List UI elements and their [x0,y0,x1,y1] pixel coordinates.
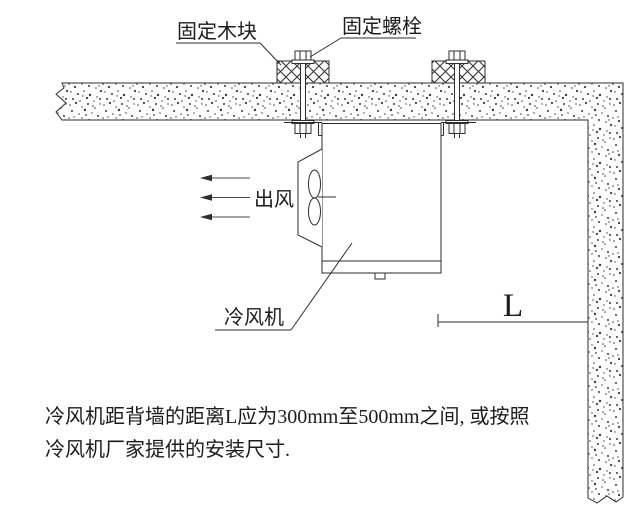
note-line-2: 冷风机厂家提供的安装尺寸. [45,438,290,461]
fixing-block-label: 固定木块 [177,20,257,43]
fan-blade-lower [309,198,321,225]
dimension-label: L [503,288,523,324]
dimension-L [438,314,588,327]
callout-leaders [176,38,416,330]
air-outlet-label: 出风 [254,188,294,211]
bolt-head-right [449,51,465,60]
fan-shroud [298,149,322,247]
air-out-arrowheads [200,174,212,221]
cooler-leader [291,243,352,330]
bolt-head-left [295,51,311,60]
bolt-nut-right [449,124,465,134]
air-arrow-head-3 [200,213,212,221]
cooler-unit-body [322,124,441,274]
bolt-washer-top-left [292,60,314,64]
ceiling-and-wall [56,83,623,503]
fixing-block-leader [260,43,281,65]
cooler-label: 冷风机 [224,306,284,329]
note-line-1: 冷风机距背墙的距离L应为300mm至500mm之间, 或按照 [45,405,529,428]
fixing-bolt-label: 固定螺栓 [342,15,422,38]
bolt-washer-top-right [446,60,468,64]
bolt-shaft-mask-left [300,63,306,121]
fan-blade-upper [309,170,321,198]
bolt-nut-left [295,124,311,134]
drain-outlet [375,273,385,279]
air-arrow-head-1 [200,174,212,182]
fixing-bolt-leader [310,38,341,57]
air-arrow-head-2 [200,194,212,201]
air-out-arrows [207,178,250,217]
bolt-shaft-mask-right [454,63,460,121]
